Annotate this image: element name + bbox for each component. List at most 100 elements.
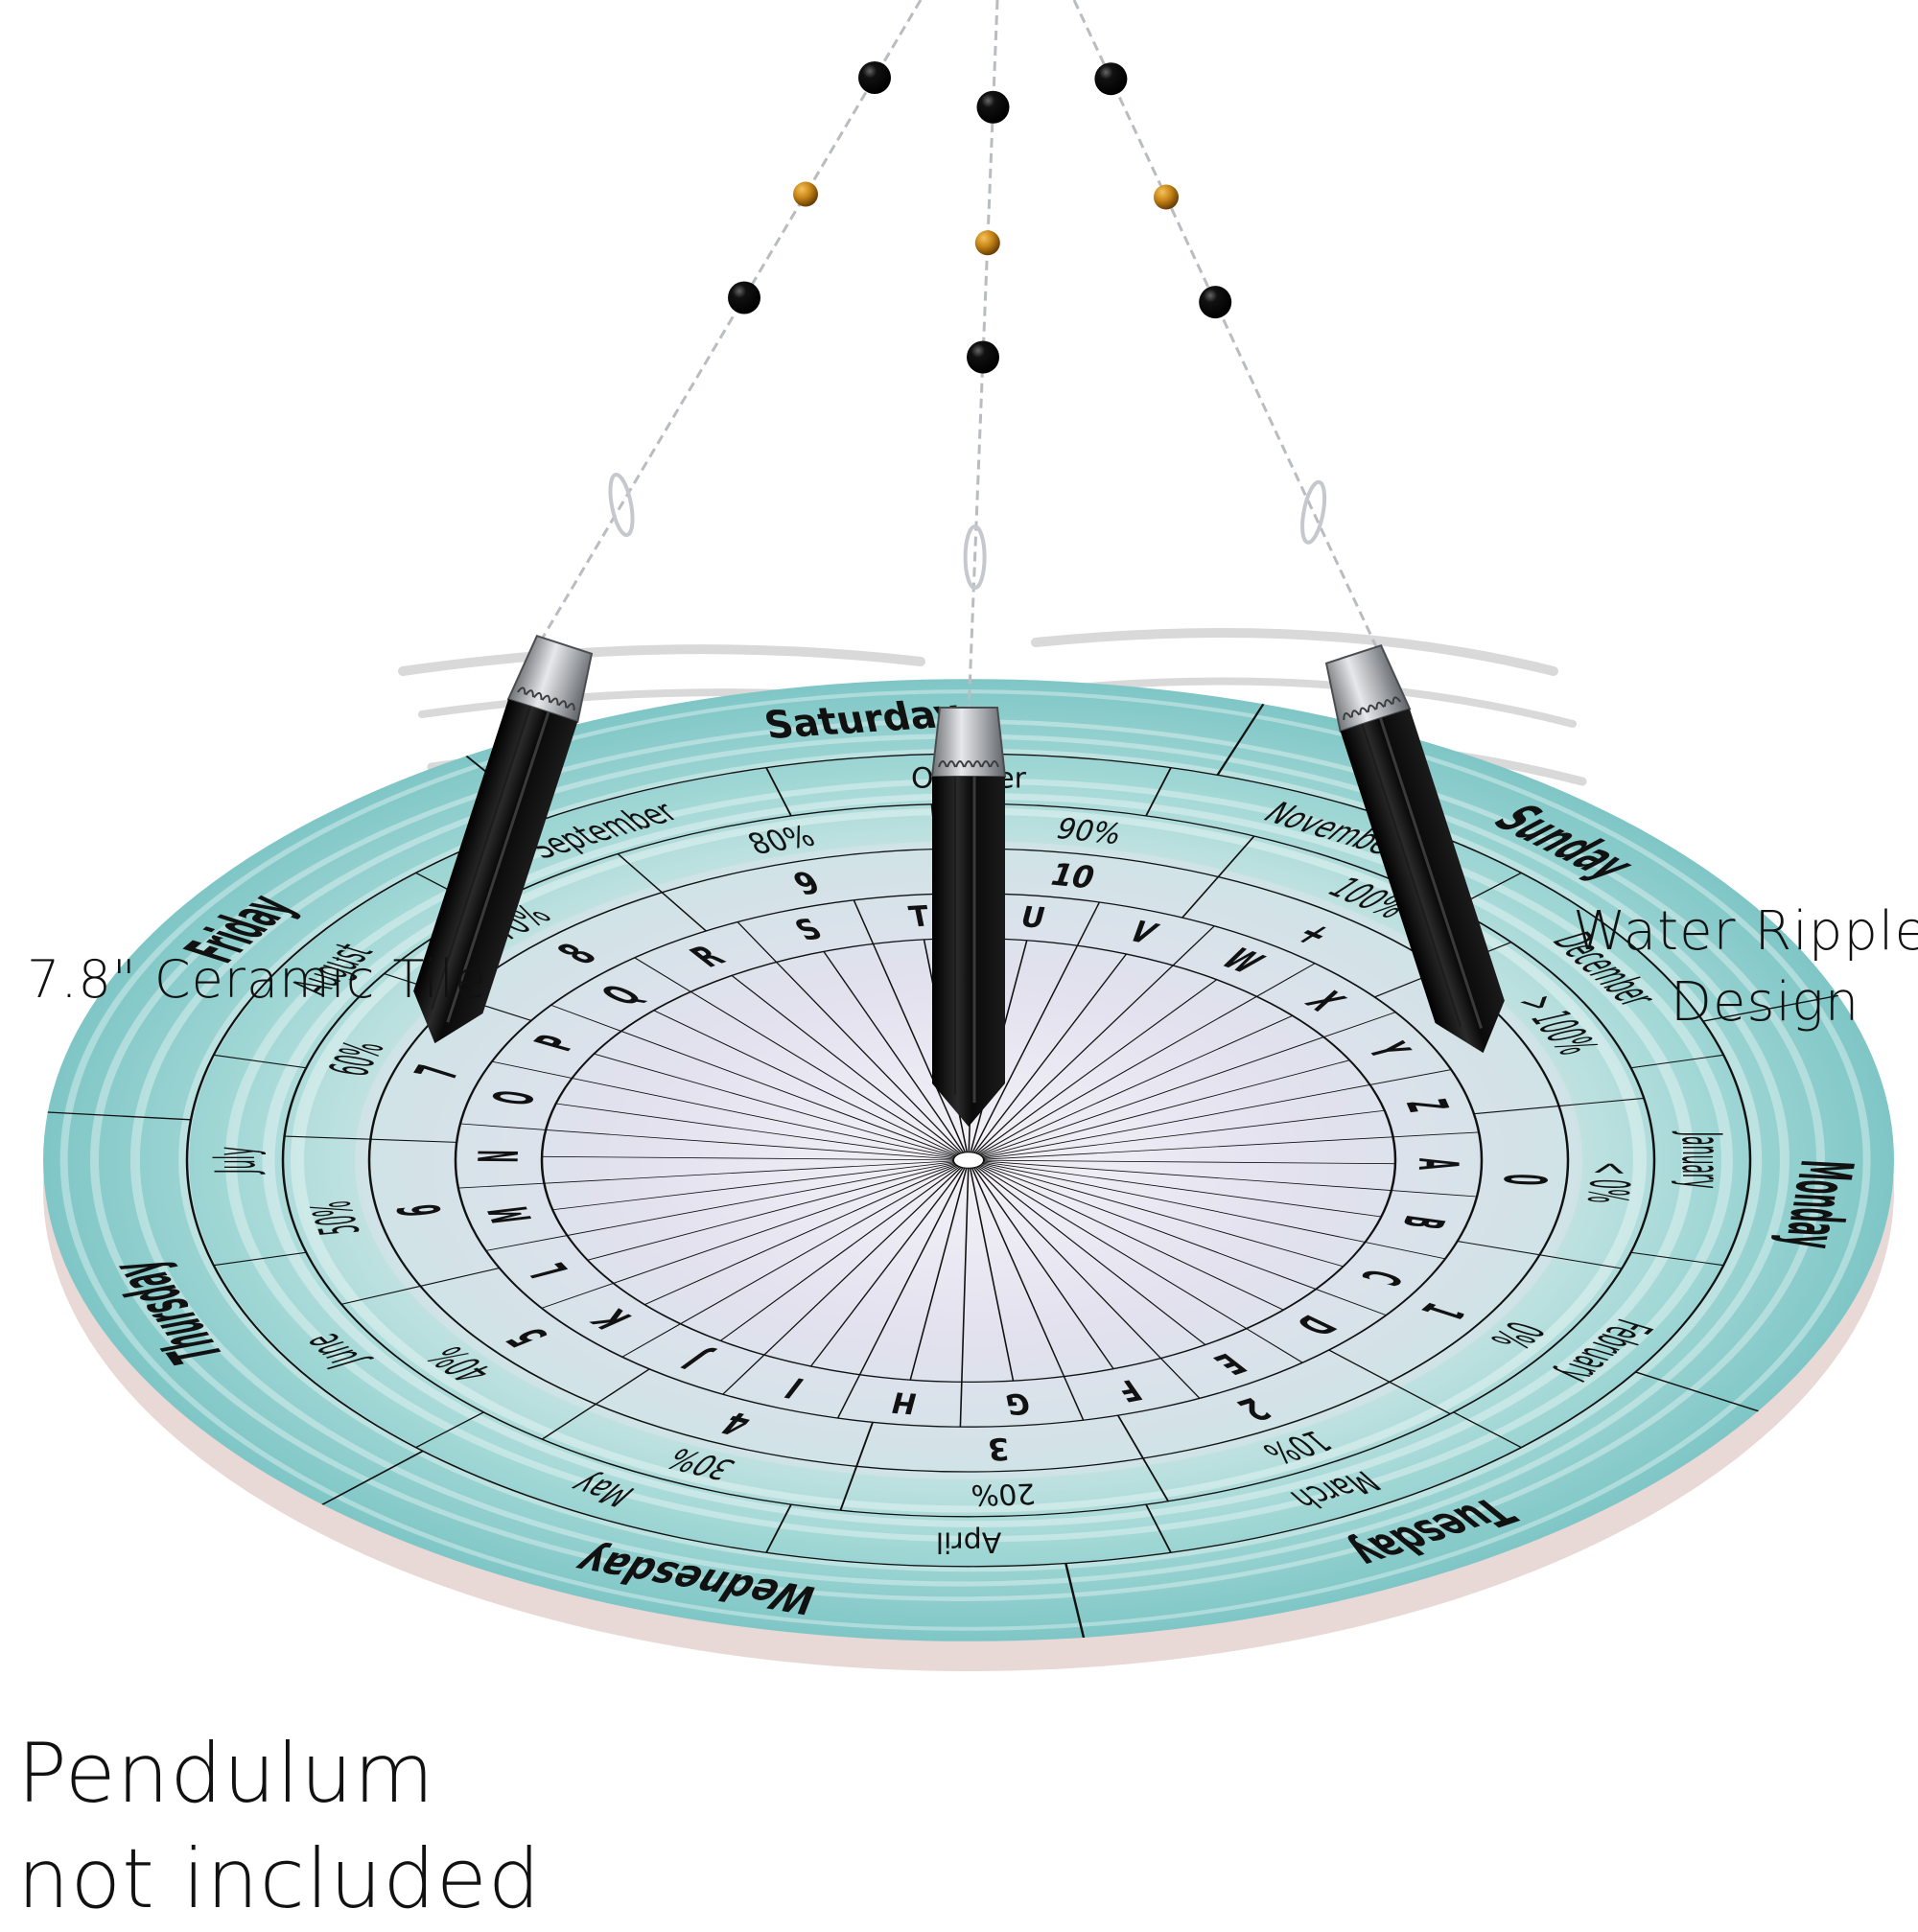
divider xyxy=(1064,1563,1086,1638)
cap-filigree xyxy=(955,760,965,768)
spoke xyxy=(719,1159,970,1341)
crystal xyxy=(930,707,1007,1127)
spoke xyxy=(587,1159,970,1261)
design-caption-line1: Water Ripples xyxy=(1573,900,1918,963)
spoke xyxy=(968,1159,1065,1377)
spoke xyxy=(731,975,970,1161)
spoke xyxy=(968,1084,1370,1161)
spoke xyxy=(593,1053,970,1161)
cap-filigree xyxy=(981,760,991,768)
spoke xyxy=(968,1159,1248,1329)
number-label: 3 xyxy=(986,1431,1011,1467)
divider xyxy=(1172,925,1215,966)
spoke xyxy=(968,1159,1015,1382)
divider xyxy=(1141,1457,1170,1501)
spoke xyxy=(620,1031,970,1161)
spoke xyxy=(653,1010,970,1161)
divider xyxy=(1539,1254,1623,1269)
spoke xyxy=(555,1103,970,1161)
black-bead xyxy=(967,340,999,374)
spoke xyxy=(968,1159,1382,1218)
chain xyxy=(1072,0,1383,658)
cap-filigree xyxy=(1367,704,1377,712)
cap-filigree xyxy=(557,700,568,709)
cap-filigree xyxy=(566,703,575,711)
spoke xyxy=(968,996,1258,1161)
spoke xyxy=(968,953,1128,1161)
spoke xyxy=(858,1159,970,1375)
amber-bead xyxy=(1154,184,1179,210)
crystal-point xyxy=(932,777,1005,1127)
spoke xyxy=(968,1159,1284,1311)
crystal xyxy=(1324,644,1505,1054)
crystal-facet xyxy=(446,711,550,1023)
divider xyxy=(1391,1190,1478,1198)
divider xyxy=(621,1323,682,1358)
divider xyxy=(1389,1381,1451,1415)
spoke xyxy=(690,991,970,1161)
silver-cap xyxy=(1324,644,1412,733)
divider xyxy=(541,1283,615,1309)
cap-filigree xyxy=(525,689,534,698)
cap-filigree xyxy=(964,760,973,768)
spoke xyxy=(968,965,1174,1161)
oval-link xyxy=(963,524,987,591)
divider xyxy=(47,1111,192,1121)
cap-filigree xyxy=(972,760,982,768)
cap-filigree xyxy=(938,760,947,768)
divider xyxy=(836,1374,861,1419)
divider xyxy=(1255,963,1316,997)
pendulum-right xyxy=(1072,0,1505,1054)
spoke xyxy=(968,1036,1324,1161)
chain xyxy=(535,0,923,648)
spoke xyxy=(968,979,1218,1161)
month-label: April xyxy=(936,1525,1002,1558)
cap-filigree xyxy=(1359,707,1368,715)
spoke xyxy=(643,1159,970,1305)
divider xyxy=(1181,876,1220,919)
black-bead xyxy=(1094,62,1128,96)
divider xyxy=(1452,1411,1522,1449)
spoke xyxy=(968,1159,1162,1359)
divider xyxy=(321,1450,424,1505)
month-label: January xyxy=(1671,1130,1735,1188)
cap-filigree xyxy=(516,687,526,695)
divider xyxy=(1369,1069,1452,1085)
spoke xyxy=(968,1159,1366,1243)
oval-link xyxy=(1300,479,1327,545)
divider xyxy=(1145,767,1172,817)
cap-filigree xyxy=(947,760,956,768)
spoke xyxy=(909,1159,970,1381)
spoke xyxy=(809,1159,970,1367)
percent-label: 90% xyxy=(1051,813,1126,851)
spoke xyxy=(968,1109,1385,1161)
divider xyxy=(1365,1242,1446,1260)
spoke xyxy=(968,1159,1206,1345)
cap-filigree xyxy=(533,691,543,700)
silver-cap xyxy=(506,635,594,724)
divider xyxy=(959,1382,963,1428)
divider xyxy=(737,921,778,963)
month-label: July xyxy=(203,1147,268,1175)
tile-size-caption: 7.8" Ceramic Tile xyxy=(27,949,488,1010)
spoke xyxy=(567,1159,970,1236)
cap-filigree xyxy=(1375,701,1385,710)
divider xyxy=(1076,901,1101,946)
cap-filigree xyxy=(1384,699,1393,708)
pendulums xyxy=(413,0,1505,1127)
divider xyxy=(1558,1097,1645,1107)
black-bead xyxy=(728,281,760,314)
spoke xyxy=(572,1078,970,1161)
cap-filigree xyxy=(1350,710,1361,718)
divider xyxy=(491,1060,573,1079)
spoke xyxy=(968,1159,1395,1165)
divider xyxy=(340,1285,421,1305)
spoke xyxy=(968,1159,1345,1268)
spoke xyxy=(763,1159,970,1356)
spoke xyxy=(544,1159,970,1184)
cap-filigree xyxy=(541,694,551,703)
black-bead xyxy=(1199,286,1232,319)
cap-filigree xyxy=(1343,712,1352,721)
